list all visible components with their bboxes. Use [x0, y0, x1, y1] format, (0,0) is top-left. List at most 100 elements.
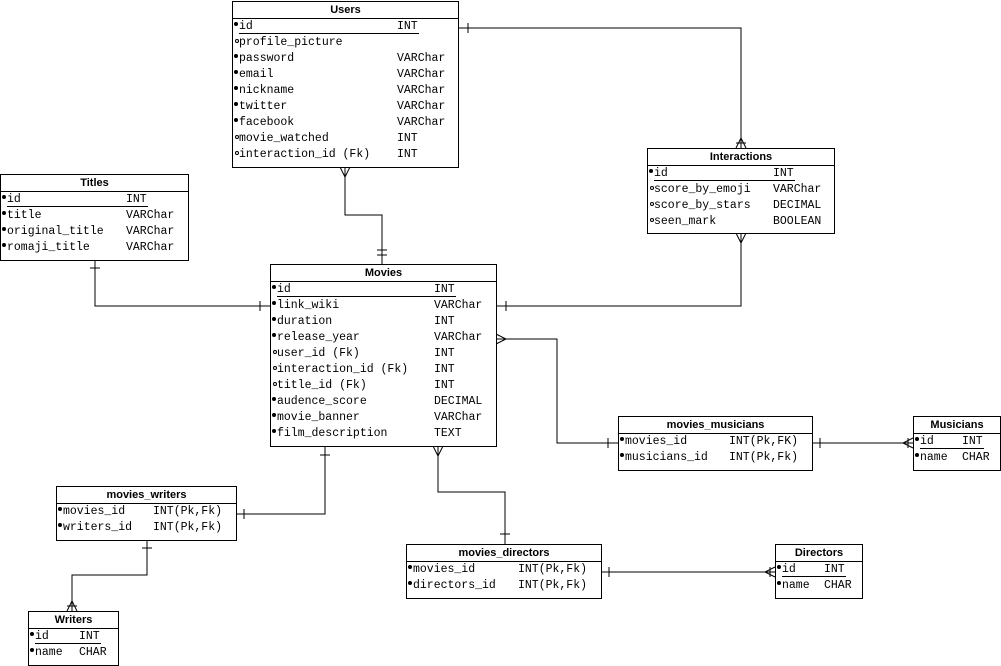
- field-name: romaji_title: [7, 241, 90, 254]
- field-type: INT(Pk,Fk): [153, 505, 223, 518]
- field-type: VARChar: [434, 331, 483, 344]
- field-name: directors_id: [413, 579, 496, 592]
- field-type: INT(Pk,Fk): [729, 451, 799, 464]
- optional-marker-icon: [273, 350, 277, 354]
- field-type: INT: [397, 20, 418, 33]
- field-row: directors_id INT(Pk,Fk): [407, 578, 601, 594]
- required-marker-icon: [2, 243, 6, 247]
- titles-movies-relationship: [90, 260, 270, 311]
- required-marker-icon: [234, 54, 238, 58]
- field-type: INT: [434, 315, 455, 328]
- primary-key-underline: [782, 576, 846, 577]
- field-name: nickname: [239, 84, 295, 97]
- field-type: INT: [126, 193, 147, 206]
- field-type: INT(Pk,FK): [729, 435, 799, 448]
- field-name: movies_id: [63, 505, 126, 518]
- required-marker-icon: [777, 581, 781, 585]
- required-marker-icon: [234, 118, 238, 122]
- field-type: INT: [434, 283, 455, 296]
- field-name: twitter: [239, 100, 288, 113]
- primary-key-underline: [7, 206, 148, 207]
- field-type: INT: [397, 148, 418, 161]
- primary-key-underline: [654, 180, 795, 181]
- field-type: VARChar: [434, 299, 483, 312]
- field-name: name: [920, 451, 948, 464]
- primary-key-underline: [277, 296, 456, 297]
- field-row: interaction_id (Fk) INT: [233, 147, 458, 163]
- field-row: movies_id INT(Pk,Fk): [407, 562, 601, 578]
- field-type: BOOLEAN: [773, 215, 822, 228]
- field-type: VARChar: [126, 241, 175, 254]
- optional-marker-icon: [650, 218, 654, 222]
- field-type: INT(Pk,Fk): [518, 579, 588, 592]
- field-name: movies_id: [413, 563, 476, 576]
- required-marker-icon: [234, 22, 238, 26]
- field-name: film_description: [277, 427, 388, 440]
- field-row: id INT: [271, 282, 496, 298]
- required-marker-icon: [620, 453, 624, 457]
- required-marker-icon: [2, 195, 6, 199]
- field-name: title: [7, 209, 42, 222]
- movies-directors-link-relationship: [432, 445, 510, 544]
- field-type: INT(Pk,Fk): [518, 563, 588, 576]
- users-interactions-relationship: [458, 23, 747, 149]
- field-name: profile_picture: [239, 36, 343, 49]
- required-marker-icon: [272, 333, 276, 337]
- required-marker-icon: [272, 397, 276, 401]
- entity-title: Interactions: [648, 149, 834, 166]
- required-marker-icon: [272, 285, 276, 289]
- required-marker-icon: [234, 70, 238, 74]
- field-type: INT: [962, 435, 983, 448]
- field-name: name: [782, 579, 810, 592]
- field-row: user_id (Fk)INT: [271, 346, 496, 362]
- field-type: INT: [434, 347, 455, 360]
- required-marker-icon: [234, 86, 238, 90]
- field-name: interaction_id (Fk): [239, 148, 371, 161]
- required-marker-icon: [620, 437, 624, 441]
- field-row: title_id (Fk)INT: [271, 378, 496, 394]
- optional-marker-icon: [273, 366, 277, 370]
- optional-marker-icon: [650, 202, 654, 206]
- entity-title: Musicians: [914, 417, 1000, 434]
- field-row: profile_picture: [233, 35, 458, 51]
- required-marker-icon: [272, 413, 276, 417]
- interactions-movies-relationship: [496, 232, 747, 311]
- field-row: movies_id INT(Pk,Fk): [57, 504, 236, 520]
- primary-key-underline: [920, 448, 984, 449]
- entity-title: Directors: [776, 545, 862, 562]
- optional-marker-icon: [235, 39, 239, 43]
- field-name: original_title: [7, 225, 104, 238]
- required-marker-icon: [408, 565, 412, 569]
- required-marker-icon: [272, 317, 276, 321]
- field-name: id: [35, 630, 49, 643]
- field-name: id: [277, 283, 291, 296]
- field-type: VARChar: [397, 84, 446, 97]
- field-name: name: [35, 646, 63, 659]
- directors-link-relationship: [601, 566, 776, 578]
- field-name: audence_score: [277, 395, 367, 408]
- field-name: interaction_id (Fk): [277, 363, 409, 376]
